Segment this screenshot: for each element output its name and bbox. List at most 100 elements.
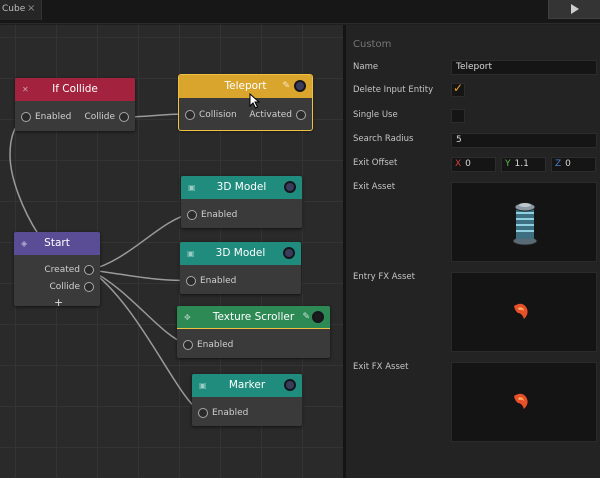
- port-label: Enabled: [200, 276, 237, 286]
- output-pin[interactable]: [296, 110, 306, 120]
- node-output-dot[interactable]: [283, 247, 295, 259]
- marker-header[interactable]: ▣ Marker: [192, 374, 302, 397]
- enabled-input-port[interactable]: Enabled: [198, 406, 248, 420]
- input-pin[interactable]: [185, 110, 195, 120]
- fx-flame-icon: [514, 303, 528, 319]
- entry-fx-asset-label: Entry FX Asset: [353, 272, 415, 282]
- 3d-model-node[interactable]: ▣ 3D Model Enabled: [180, 242, 301, 294]
- entry-fx-asset-slot[interactable]: [451, 272, 597, 352]
- tab-cube[interactable]: Cube ×: [0, 0, 42, 20]
- teleport-header[interactable]: Teleport ✎: [179, 75, 312, 98]
- output-pin[interactable]: [84, 265, 94, 275]
- texture-scroller-node[interactable]: ✥ Texture Scroller ✎ Enabled: [177, 306, 330, 358]
- input-pin[interactable]: [21, 112, 31, 122]
- search-radius-label: Search Radius: [353, 134, 414, 144]
- if-collide-node[interactable]: ✕ If Collide Enabled Collide: [15, 78, 135, 131]
- input-pin[interactable]: [183, 340, 193, 350]
- enabled-input-port[interactable]: Enabled: [21, 110, 71, 124]
- node-title: Teleport: [224, 80, 267, 92]
- input-pin[interactable]: [187, 210, 197, 220]
- edit-pencil-icon[interactable]: ✎: [282, 81, 290, 91]
- port-label: Enabled: [201, 210, 238, 220]
- top-bar: Cube ×: [0, 0, 600, 24]
- panel-splitter[interactable]: [343, 25, 346, 478]
- enabled-input-port[interactable]: Enabled: [186, 274, 236, 288]
- single-use-label: Single Use: [353, 110, 398, 120]
- start-header[interactable]: ◈ Start: [14, 232, 100, 255]
- port-label: Collide: [49, 282, 80, 292]
- node-title: 3D Model: [215, 247, 266, 259]
- port-label: Enabled: [35, 112, 72, 122]
- collision-icon: ✕: [22, 85, 29, 94]
- 3d-model-header[interactable]: ▣ 3D Model: [180, 242, 301, 265]
- exit-fx-asset-label: Exit FX Asset: [353, 362, 409, 372]
- output-pin[interactable]: [119, 112, 129, 122]
- exit-asset-slot[interactable]: [451, 182, 597, 262]
- teleport-node[interactable]: Teleport ✎ Collision Activated: [178, 74, 313, 131]
- z-value: 0: [565, 159, 571, 169]
- x-value: 0: [465, 159, 471, 169]
- z-axis-label: Z: [555, 159, 562, 169]
- start-icon: ◈: [21, 239, 28, 248]
- node-output-dot[interactable]: [284, 379, 296, 391]
- close-icon[interactable]: ×: [27, 3, 36, 14]
- node-output-dot[interactable]: [312, 311, 324, 323]
- section-title: Custom: [353, 39, 392, 50]
- collide-output-port[interactable]: Collide: [49, 280, 94, 294]
- cube-icon: ▣: [188, 183, 196, 192]
- checkmark-icon: ✓: [453, 81, 464, 95]
- if-collide-header[interactable]: ✕ If Collide: [15, 78, 135, 101]
- collide-output-port[interactable]: Collide: [84, 110, 129, 124]
- mouse-cursor-icon: [249, 93, 261, 109]
- port-label: Enabled: [197, 340, 234, 350]
- delete-input-entity-label: Delete Input Entity: [353, 85, 434, 95]
- node-title: If Collide: [52, 83, 98, 95]
- collision-input-port[interactable]: Collision: [185, 108, 237, 122]
- node-title: 3D Model: [216, 181, 267, 193]
- name-field[interactable]: Teleport: [451, 60, 597, 75]
- port-label: Collision: [199, 110, 237, 120]
- texture-scroller-header[interactable]: ✥ Texture Scroller ✎: [177, 306, 330, 329]
- input-pin[interactable]: [186, 276, 196, 286]
- add-output-button[interactable]: +: [54, 296, 64, 309]
- single-use-checkbox[interactable]: [451, 109, 465, 123]
- tab-label: Cube: [2, 4, 26, 14]
- port-label: Enabled: [212, 408, 249, 418]
- port-label: Collide: [84, 112, 115, 122]
- wire-created-to-model1: [89, 213, 191, 271]
- port-label: Created: [44, 265, 80, 275]
- exit-fx-asset-slot[interactable]: [451, 362, 597, 442]
- start-node[interactable]: ◈ Start Created Collide +: [14, 232, 100, 309]
- teleporter-pad-icon: [512, 202, 538, 246]
- play-button[interactable]: [548, 0, 600, 19]
- fx-flame-icon: [514, 393, 528, 409]
- exit-asset-label: Exit Asset: [353, 182, 396, 192]
- node-graph-canvas[interactable]: ✕ If Collide Enabled Collide Teleport ✎ …: [0, 25, 343, 478]
- enabled-input-port[interactable]: Enabled: [183, 338, 233, 352]
- 3d-model-header[interactable]: ▣ 3D Model: [181, 176, 302, 199]
- marker-node[interactable]: ▣ Marker Enabled: [192, 374, 302, 426]
- delete-input-entity-checkbox[interactable]: ✓: [451, 81, 465, 97]
- y-value: 1.1: [514, 159, 529, 169]
- input-pin[interactable]: [198, 408, 208, 418]
- name-label: Name: [353, 62, 379, 72]
- exit-offset-label: Exit Offset: [353, 158, 398, 168]
- edit-pencil-icon[interactable]: ✎: [302, 312, 310, 322]
- enabled-input-port[interactable]: Enabled: [187, 208, 237, 222]
- search-radius-field[interactable]: 5: [451, 133, 597, 148]
- cube-icon: ▣: [187, 249, 195, 258]
- port-label: Activated: [249, 110, 292, 120]
- move-icon: ✥: [184, 313, 191, 322]
- node-output-dot[interactable]: [284, 181, 296, 193]
- node-output-dot[interactable]: [294, 80, 306, 92]
- x-axis-label: X: [455, 159, 462, 169]
- activated-output-port[interactable]: Activated: [249, 108, 306, 122]
- created-output-port[interactable]: Created: [44, 263, 94, 277]
- marker-icon: ▣: [199, 381, 207, 390]
- output-pin[interactable]: [84, 282, 94, 292]
- 3d-model-node[interactable]: ▣ 3D Model Enabled: [181, 176, 302, 228]
- node-title: Marker: [228, 379, 266, 391]
